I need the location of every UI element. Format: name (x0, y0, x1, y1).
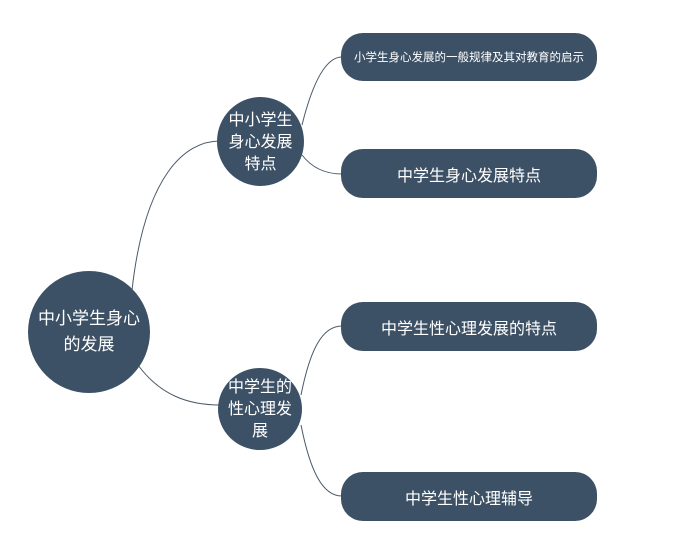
branch-node-1[interactable]: 中小学生身心发展特点 (217, 97, 304, 186)
leaf-node-2-label: 中学生身心发展特点 (396, 165, 541, 185)
root-node[interactable]: 中小学生身心的发展 (28, 271, 150, 393)
branch-node-2[interactable]: 中学生的性心理发展 (218, 368, 302, 450)
leaf-node-4[interactable]: 中学生性心理辅导 (341, 472, 597, 521)
connector-branch-1-leaf-1 (301, 56, 343, 126)
leaf-node-2[interactable]: 中学生身心发展特点 (341, 149, 597, 198)
branch-node-2-label: 中学生的性心理发展 (227, 377, 292, 440)
leaf-node-3-label: 中学生性心理发展的特点 (380, 318, 557, 338)
leaf-node-1[interactable]: 小学生身心发展的一般规律及其对教育的启示 (341, 33, 597, 81)
branch-node-1-label: 中小学生身心发展特点 (228, 109, 293, 173)
connector-root-branch-1 (131, 140, 221, 291)
leaf-node-4-label: 中学生性心理辅导 (404, 488, 533, 508)
connector-root-branch-2 (137, 364, 221, 406)
connector-branch-2-leaf-3 (300, 325, 343, 396)
connector-branch-1-leaf-2 (301, 154, 343, 175)
leaf-node-1-label: 小学生身心发展的一般规律及其对教育的启示 (354, 50, 584, 64)
root-node-label: 中小学生身心的发展 (38, 309, 140, 355)
connector-branch-2-leaf-4 (300, 424, 343, 497)
leaf-node-3[interactable]: 中学生性心理发展的特点 (341, 302, 597, 351)
